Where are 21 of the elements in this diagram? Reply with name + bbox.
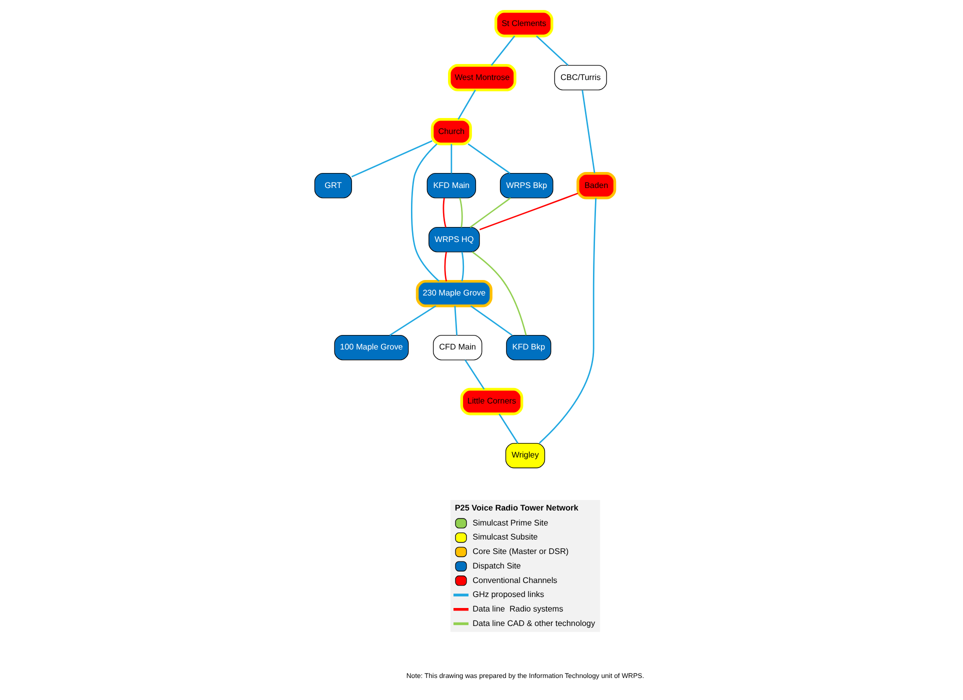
connector [461,252,464,282]
connector [468,143,510,174]
connector [464,360,485,390]
connector [498,414,518,444]
connector [470,197,511,228]
connector [459,198,463,228]
connector [582,90,596,174]
connector [442,198,446,228]
connector [538,198,596,444]
connector [444,252,448,282]
connector [490,36,516,66]
connector [389,305,436,336]
connector [458,90,476,120]
connector [472,251,527,336]
connector [450,144,452,174]
connector [410,143,440,282]
connector [351,140,432,178]
connector [479,192,578,230]
connector [470,305,513,336]
connector [454,306,458,336]
connector [536,36,569,66]
